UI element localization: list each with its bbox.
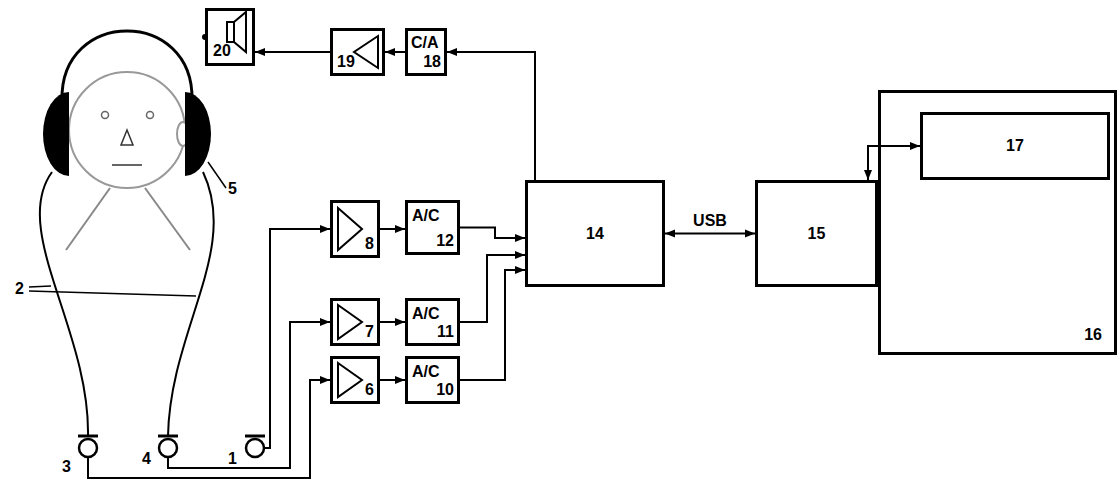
callout-number: 14 (586, 225, 604, 243)
microphone (158, 436, 178, 457)
callout-number: 11 (437, 323, 454, 341)
signal-wire (168, 322, 330, 468)
amplifier-box: 8 (330, 200, 380, 258)
callout-number: 5 (228, 180, 237, 198)
headband (62, 31, 192, 100)
amplifier-box: 7 (330, 298, 380, 346)
signal-connector (385, 51, 405, 53)
converter-box: A/C 12 (405, 200, 460, 255)
block-label: A/C (412, 305, 440, 323)
block-label: C/A (411, 34, 439, 52)
speaker-box: 20 (205, 8, 255, 66)
callout-number: 10 (436, 381, 454, 399)
signal-connector (380, 228, 405, 230)
eye (147, 112, 154, 119)
amplifier-symbol (354, 36, 378, 68)
amplifier-box: 6 (330, 356, 380, 404)
cable (168, 172, 214, 436)
signal-connector (460, 255, 525, 322)
ear-cup (43, 92, 69, 176)
computer-box: 1617 (878, 90, 1117, 355)
callout-number: 8 (365, 235, 374, 253)
microphone (245, 436, 265, 457)
callout-number: 19 (337, 53, 355, 71)
amplifier-box: 19 (330, 28, 385, 76)
signal-connector (255, 51, 330, 53)
speaker-symbol (234, 12, 246, 52)
signal-connector (868, 146, 920, 180)
callout-number: 4 (142, 450, 151, 468)
signal-wire (88, 380, 330, 478)
process-box: 17 (920, 112, 1110, 180)
signal-connector (380, 321, 405, 323)
callout-number: 18 (423, 53, 441, 71)
converter-box: A/C10 (405, 356, 460, 404)
callout-number: 16 (1084, 326, 1102, 344)
block-label: A/C (412, 207, 440, 225)
callout-number: 20 (213, 42, 231, 60)
eye (102, 112, 109, 119)
leader-line (29, 291, 196, 296)
cable (40, 172, 88, 436)
leader-line (29, 286, 51, 287)
speaker-symbol (227, 22, 234, 42)
callout-number: 1 (228, 450, 237, 468)
signal-wire (264, 229, 330, 448)
microphone (78, 436, 98, 457)
signal-connector (460, 228, 525, 239)
callout-number: 15 (808, 225, 826, 243)
amplifier-symbol (338, 305, 362, 339)
leader-line (208, 162, 226, 188)
callout-number: 17 (1006, 137, 1024, 155)
amplifier-symbol (338, 363, 362, 397)
converter-box: A/C11 (405, 298, 460, 346)
process-box: 14 (525, 180, 665, 287)
callout-number: 7 (365, 323, 374, 341)
signal-connector (460, 270, 525, 380)
signal-connector (665, 233, 755, 235)
edge-label: USB (691, 212, 729, 230)
mouth (112, 164, 142, 166)
callout-number: 6 (365, 381, 374, 399)
nose (121, 130, 133, 145)
signal-connector (447, 52, 535, 180)
shoulder-line (66, 188, 110, 250)
callout-number: 3 (62, 458, 71, 476)
shoulder-line (145, 188, 190, 250)
signal-connector (380, 379, 405, 381)
amplifier-symbol (338, 208, 362, 250)
process-box: 15 (755, 180, 878, 287)
ear-cup (185, 92, 211, 176)
callout-number: 2 (15, 280, 24, 298)
callout-number: 12 (436, 232, 454, 250)
block-label: A/C (412, 363, 440, 381)
face-outline (69, 72, 185, 188)
head-figure (40, 31, 214, 436)
converter-box: C/A18 (405, 28, 447, 76)
